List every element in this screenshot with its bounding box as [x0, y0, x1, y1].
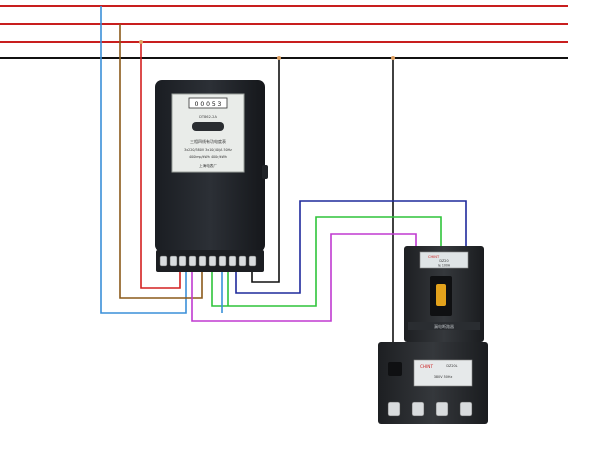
wire-brown-l2 [119, 24, 203, 299]
tap-dot-meter-neutral [277, 56, 281, 60]
meter-constant-line: 400imp/kWh 400r/kWh [189, 155, 227, 159]
wire-green-out [211, 216, 442, 307]
lower-breaker-terminals [387, 401, 473, 417]
lower-breaker-brand: CHINT [420, 364, 433, 369]
leakage-breaker: CHINT DZ20L 380V 50Hz [378, 342, 488, 424]
lower-breaker-plate-1: DZ20L [446, 364, 457, 368]
lower-breaker-plate-2: 380V 50Hz [434, 375, 453, 379]
meter-maker-line: 上海电表厂 [199, 163, 217, 168]
wire-red-l3 [140, 42, 181, 289]
energy-meter: 0 0 0 5 3 DT862-2A 三相四线有功电度表 3x220/380V … [155, 80, 268, 272]
lower-breaker-nameplate [413, 359, 473, 387]
wire-blue-l1 [100, 6, 187, 314]
tap-dot-breaker-neutral [391, 56, 395, 60]
breaker-nameplate [419, 251, 469, 269]
output-wires [191, 200, 467, 322]
breaker-toggle-handle [436, 284, 446, 306]
breaker-label-strip-text: 漏电断路器 [434, 323, 454, 329]
breaker-label-strip [408, 322, 480, 330]
meter-terminals [159, 255, 257, 267]
meter-rotor-slot [192, 122, 224, 131]
wire-navy-out [235, 200, 467, 294]
breaker-plate-line-2: Ie 100A [438, 264, 451, 268]
circuit-breaker: CHINT DZ20 Ie 100A 漏电断路器 [404, 246, 484, 342]
meter-counter-box [188, 97, 228, 109]
wire-magenta-out [191, 233, 417, 322]
meter-spec-line: 3x220/380V 3x10(40)A 50Hz [184, 148, 232, 152]
lower-breaker-test-button [388, 362, 402, 376]
wire-black-neutral-meter [251, 58, 280, 283]
tap-dot-l3 [139, 40, 143, 44]
breaker-brand: CHINT [428, 255, 440, 259]
meter-counter: 0 0 0 5 3 [195, 101, 222, 108]
breaker-plate-line-1: DZ20 [439, 259, 448, 263]
meter-type-line: DT862-2A [199, 115, 217, 119]
meter-desc-line: 三相四线有功电度表 [190, 138, 226, 144]
supply-bus [0, 5, 568, 59]
supply-wires [100, 6, 394, 356]
meter-side-clip [262, 165, 268, 179]
